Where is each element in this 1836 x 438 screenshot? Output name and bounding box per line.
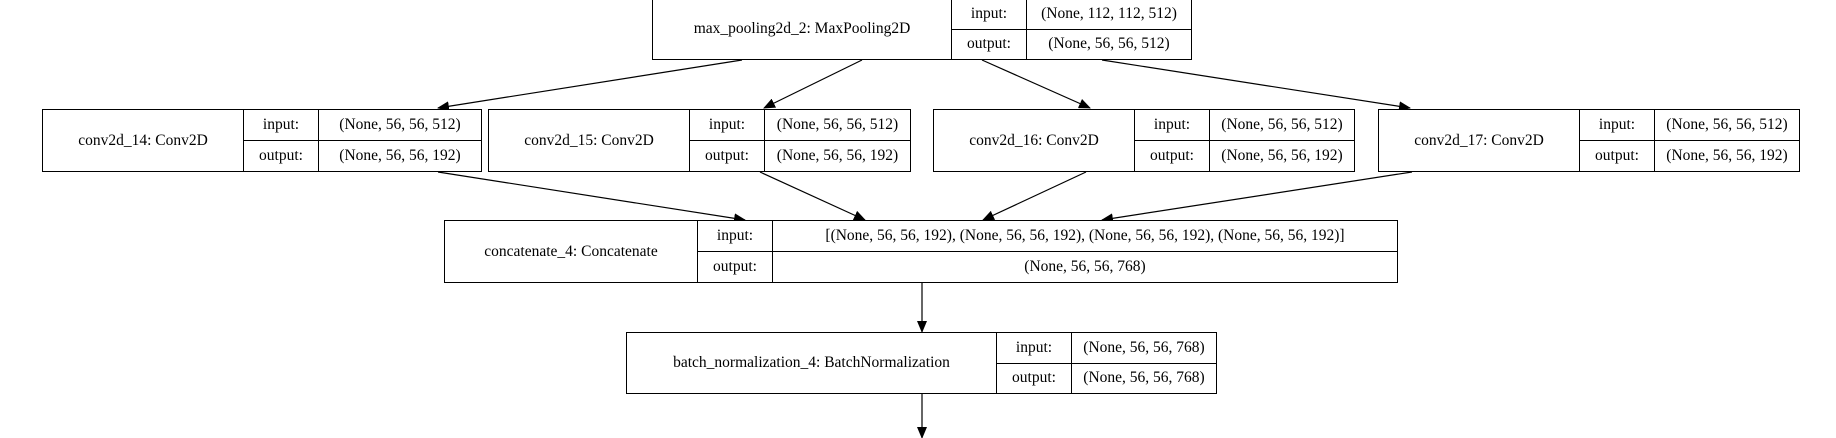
edge-conv16-concat <box>982 171 1087 221</box>
input-shape: (None, 56, 56, 768) <box>1072 333 1216 364</box>
node-name: conv2d_15: Conv2D <box>489 110 690 171</box>
output-label: output: <box>705 147 749 164</box>
output-label: output: <box>967 35 1011 53</box>
output-label: output: <box>1595 147 1639 164</box>
edge-maxpool-conv17 <box>1101 59 1411 112</box>
node-concatenate: concatenate_4: Concatenate input: output… <box>444 220 1398 283</box>
node-conv2d-17: conv2d_17: Conv2D input: output: (None, … <box>1378 109 1800 172</box>
edge-conv17-concat <box>1101 171 1413 224</box>
node-name: conv2d_16: Conv2D <box>934 110 1135 171</box>
input-shape: (None, 56, 56, 512) <box>319 110 481 141</box>
output-shape: (None, 56, 56, 192) <box>1666 147 1788 164</box>
input-label: input: <box>952 0 1026 30</box>
node-name: batch_normalization_4: BatchNormalizatio… <box>627 333 997 393</box>
input-shape: (None, 56, 56, 512) <box>1210 110 1354 141</box>
node-conv2d-14: conv2d_14: Conv2D input: output: (None, … <box>42 109 482 172</box>
input-label: input: <box>690 110 764 141</box>
edge-maxpool-conv14 <box>437 59 743 112</box>
output-label: output: <box>259 147 303 164</box>
input-label: input: <box>244 110 318 141</box>
node-name: max_pooling2d_2: MaxPooling2D <box>653 0 952 59</box>
input-label: input: <box>1135 110 1209 141</box>
output-shape: (None, 56, 56, 768) <box>1024 258 1146 275</box>
input-shape: (None, 56, 56, 512) <box>765 110 910 141</box>
edge-maxpool-conv16 <box>981 59 1091 109</box>
output-shape: (None, 56, 56, 512) <box>1048 35 1170 53</box>
output-shape: (None, 56, 56, 192) <box>776 147 899 164</box>
node-name: conv2d_14: Conv2D <box>43 110 244 171</box>
input-label: input: <box>1580 110 1654 141</box>
edge-conv15-concat <box>759 171 866 221</box>
node-conv2d-16: conv2d_16: Conv2D input: output: (None, … <box>933 109 1355 172</box>
output-shape: (None, 56, 56, 192) <box>339 147 461 164</box>
input-label: input: <box>997 333 1071 364</box>
input-shape: (None, 112, 112, 512) <box>1027 0 1191 30</box>
input-label: input: <box>698 221 772 252</box>
node-max-pooling: max_pooling2d_2: MaxPooling2D input: out… <box>652 0 1192 60</box>
output-shape: (None, 56, 56, 768) <box>1083 369 1205 387</box>
node-name: concatenate_4: Concatenate <box>445 221 698 282</box>
output-label: output: <box>1012 369 1056 387</box>
input-shape: [(None, 56, 56, 192), (None, 56, 56, 192… <box>773 221 1397 252</box>
output-label: output: <box>1150 147 1194 164</box>
edge-maxpool-conv15 <box>763 59 863 109</box>
node-conv2d-15: conv2d_15: Conv2D input: output: (None, … <box>488 109 911 172</box>
edge-conv14-concat <box>437 171 746 224</box>
output-shape: (None, 56, 56, 192) <box>1221 147 1343 164</box>
input-shape: (None, 56, 56, 512) <box>1655 110 1799 141</box>
output-label: output: <box>713 258 757 275</box>
node-batch-normalization: batch_normalization_4: BatchNormalizatio… <box>626 332 1217 394</box>
node-name: conv2d_17: Conv2D <box>1379 110 1580 171</box>
